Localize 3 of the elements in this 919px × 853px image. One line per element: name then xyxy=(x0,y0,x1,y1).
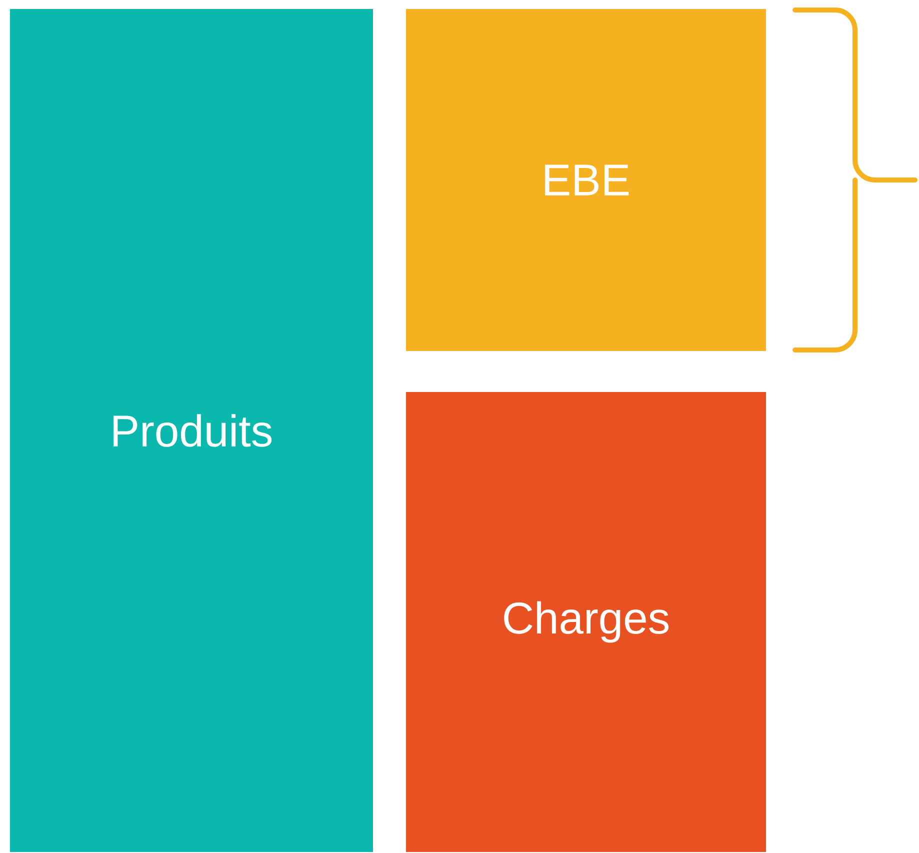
box: EBE xyxy=(406,9,766,351)
box: Charges xyxy=(406,392,766,852)
box: Produits xyxy=(10,9,373,852)
